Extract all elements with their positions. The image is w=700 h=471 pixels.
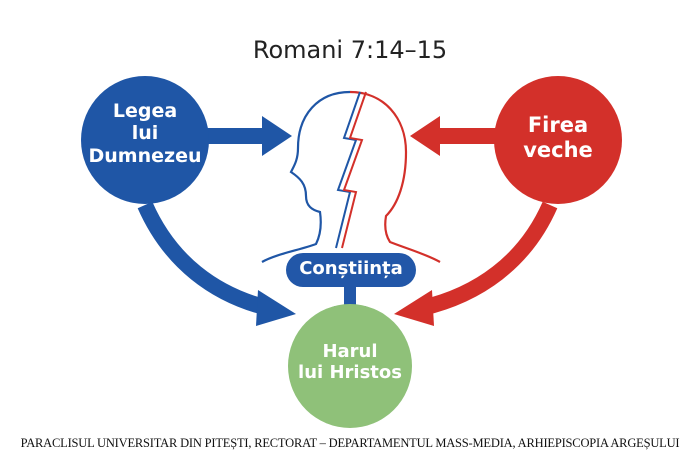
node-flesh-circle — [494, 76, 622, 204]
node-flesh-line-2: veche — [523, 137, 593, 162]
node-law-line-2: lui — [131, 122, 159, 145]
node-grace-circle — [288, 304, 412, 428]
head-left-half-outline — [261, 90, 351, 263]
footer-credit: PARACLISUL UNIVERSITAR DIN PITEȘTI, RECT… — [20, 436, 680, 450]
node-law-circle — [81, 76, 209, 204]
arrow-flesh-to-head — [410, 116, 500, 156]
lightning-split-blue — [335, 91, 361, 249]
arrow-flesh-to-grace-head — [394, 290, 434, 326]
node-conscience-label: Conștiința — [299, 258, 403, 279]
node-grace-line-1: Harul — [322, 341, 378, 362]
diagram-title: Romani 7:14–15 — [252, 36, 448, 64]
arrow-law-to-head — [205, 116, 292, 156]
node-conscience-pill — [286, 253, 416, 287]
lightning-split-red — [341, 91, 367, 249]
arrow-flesh-to-grace — [420, 201, 558, 316]
arrow-law-to-grace — [137, 201, 270, 316]
node-grace-line-2: lui Hristos — [298, 362, 402, 384]
node-flesh-label: Firea veche — [498, 113, 618, 163]
node-law-line-1: Legea — [112, 100, 178, 122]
arrow-law-to-grace-head — [256, 290, 296, 326]
node-law-line-3: Dumnezeu — [88, 144, 202, 167]
node-grace-label: Harul lui Hristos — [290, 341, 410, 383]
node-flesh-line-1: Firea — [527, 113, 589, 137]
node-law-label: Legea lui Dumnezeu — [85, 100, 205, 167]
head-right-half-outline — [349, 90, 441, 263]
